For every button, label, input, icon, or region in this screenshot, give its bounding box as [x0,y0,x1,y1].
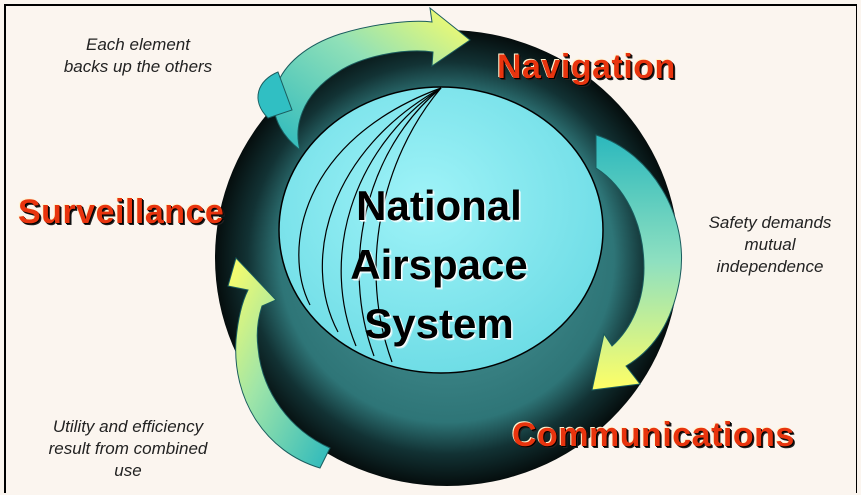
note-independence: Safety demands mutual independence [708,213,832,276]
note-efficiency: Utility and efficiency result from combi… [48,417,208,480]
surveillance-label: Surveillance [18,193,225,231]
navigation-label: Navigation [497,48,676,86]
arrow-to-communications [591,134,682,391]
center-title: National Airspace System [328,176,550,353]
center-title-line: National [356,182,522,229]
slide-frame [4,4,857,493]
communications-label: Communications [512,416,795,454]
center-title-line: System [364,300,514,347]
globe-icon [278,86,604,374]
arrow-to-surveillance [227,257,331,469]
arrow-fin-top-left [257,71,293,119]
arrow-to-navigation [273,6,471,152]
center-title-line: Airspace [350,241,528,288]
note-backup: Each element backs up the others [63,35,213,76]
